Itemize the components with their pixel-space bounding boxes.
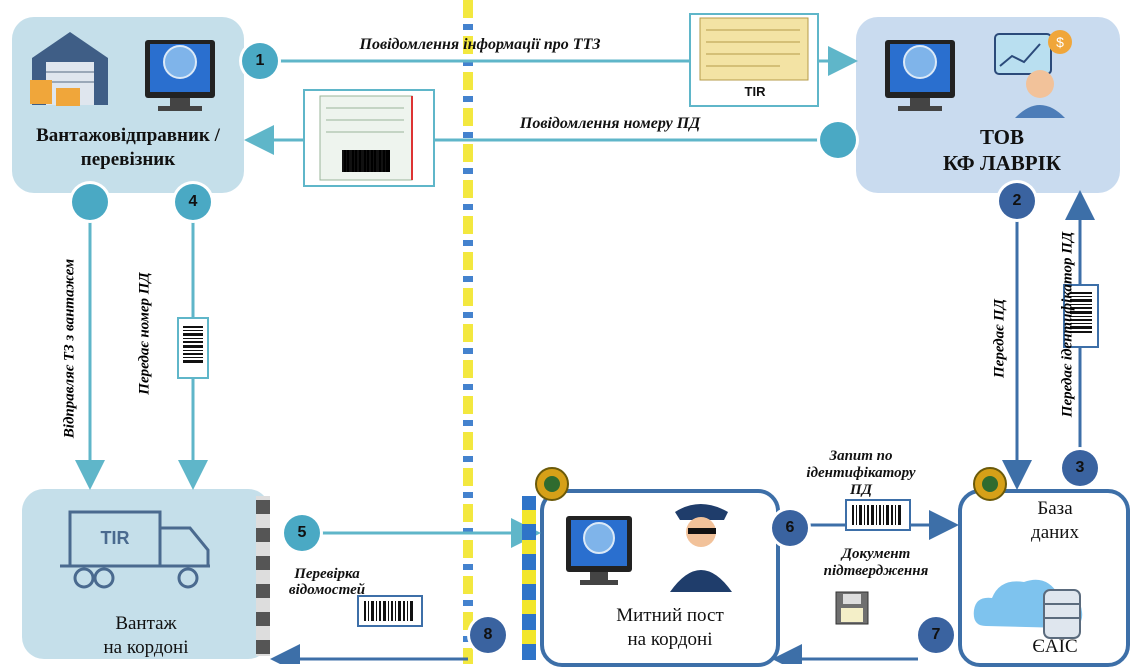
barcode-icon [177,317,209,379]
message-check: Перевірка відомостей [288,566,366,598]
businessman-icon: $ [994,30,1072,118]
border-barrier-icon [256,496,270,656]
step-circle-2: 2 [999,183,1035,219]
barcode-icon [357,595,423,627]
customs-officer-icon [670,504,732,592]
customs-emblem-icon [973,467,1007,501]
message-step1: Повідомлення інформації про ТТЗ [359,36,601,53]
message-send-cargo: Відправляє ТЗ з вантажем [61,258,78,439]
barcode-icon [845,499,911,531]
customs-emblem-icon [535,467,569,501]
cargo-label: Вантаж на кордоні [103,613,189,658]
step-circle-5: 5 [284,515,320,551]
database-name: ЄАІС [1032,636,1078,657]
message-pd-number: Повідомлення номеру ПД [519,115,701,132]
customs-label: Митний пост на кордоні [616,605,724,650]
svg-text:$: $ [1056,34,1064,50]
message-confirm: Документ підтвердження [823,546,929,579]
step-circle-pd [820,122,856,158]
step-circle-1: 1 [242,43,278,79]
border-barrier-icon [522,496,536,660]
computer-globe-icon [566,516,632,585]
computer-globe-icon [885,40,955,111]
tir-truck-label: TIR [100,528,130,548]
cloud-database-icon [973,579,1083,639]
border-divider [463,0,473,664]
step-circle-3: 3 [1062,450,1098,486]
message-request: Запит по ідентифікатору ПД [806,448,916,498]
barcode-icon [1063,284,1099,348]
message-pass-pd-right: Передає ПД [991,299,1008,378]
floppy-disk-icon [835,591,869,625]
shipper-label: Вантажовідправник / перевізник [36,125,220,170]
cargo-box [22,489,270,659]
customs-declaration-icon [303,89,435,187]
step-circle-4: 4 [175,184,211,220]
company-label: ТОВ КФ ЛАВРІК [942,125,1061,175]
step-circle-7: 7 [918,617,954,653]
truck-icon [60,510,210,589]
tir-document-icon [689,13,819,107]
message-pass-id: Передає ідентифікатор ПД [1059,231,1076,418]
warehouse-icon [30,32,108,106]
customs-box [540,489,780,667]
computer-globe-icon [145,40,215,111]
database-title: База даних [1031,498,1079,543]
step-circle-6: 6 [772,510,808,546]
tir-card-label: TIR [744,84,766,99]
step-circle-send [72,184,108,220]
step-circle-8: 8 [470,617,506,653]
message-pass-pd: Передає номер ПД [136,272,153,395]
